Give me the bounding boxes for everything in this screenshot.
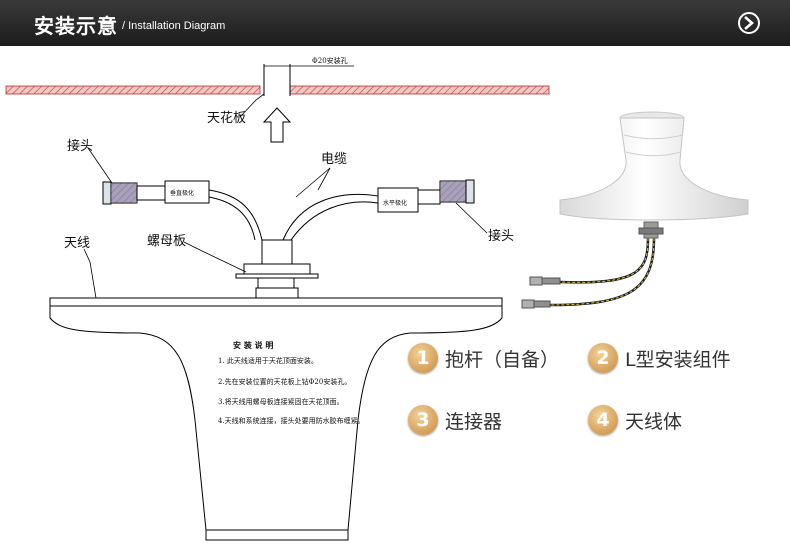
instruction-line: 3.将天线用螺母板连接紧固在天花顶面。 bbox=[218, 397, 344, 406]
connector-left bbox=[102, 180, 210, 205]
legend-label: 天线体 bbox=[625, 410, 683, 433]
next-button[interactable] bbox=[738, 12, 760, 34]
legend-item-4: 4 天线体 bbox=[588, 405, 682, 435]
installation-instructions: 安 装 说 明 1. 此天线适用于天花顶面安装。 2.先在安装位置的天花板上钻Φ… bbox=[218, 340, 365, 425]
ceiling-label: 天花板 bbox=[207, 110, 246, 126]
legend-item-1: 1 抱杆（自备） bbox=[408, 343, 559, 373]
legend-number: 1 bbox=[408, 343, 438, 373]
cables bbox=[208, 189, 379, 241]
connector-right bbox=[377, 179, 475, 213]
legend-label: 抱杆（自备） bbox=[445, 348, 560, 371]
header-bar: 安装示意 / Installation Diagram bbox=[0, 0, 790, 46]
connector-left-label: 接头 bbox=[67, 138, 93, 154]
legend-label: 连接器 bbox=[445, 410, 503, 433]
legend-item-3: 3 连接器 bbox=[408, 405, 502, 435]
legend-number: 2 bbox=[588, 343, 618, 373]
nut-plate-label: 螺母板 bbox=[147, 234, 186, 249]
legend-number: 4 bbox=[588, 405, 618, 435]
legend-item-2: 2 L型安装组件 bbox=[588, 343, 731, 373]
horizontal-pol-tag: 水平极化 bbox=[383, 199, 407, 207]
legend-label: L型安装组件 bbox=[625, 348, 731, 371]
instructions-title: 安 装 说 明 bbox=[233, 340, 273, 350]
ceiling-panel bbox=[5, 64, 550, 96]
antenna-body-drawing bbox=[49, 297, 503, 541]
instruction-line: 1. 此天线适用于天花顶面安装。 bbox=[218, 356, 318, 365]
cable-label: 电缆 bbox=[321, 151, 347, 167]
page-title: 安装示意 bbox=[34, 14, 118, 38]
nut-plate bbox=[235, 239, 319, 299]
hole-label: Φ20安装孔 bbox=[312, 56, 348, 65]
antenna-product-image bbox=[521, 111, 749, 309]
legend-number: 3 bbox=[408, 405, 438, 435]
page-subtitle: / Installation Diagram bbox=[122, 20, 226, 32]
vertical-pol-tag: 垂直极化 bbox=[170, 189, 194, 197]
antenna-label: 天线 bbox=[64, 236, 90, 251]
chevron-right-icon bbox=[744, 16, 754, 30]
instruction-line: 4.天线和系统连接，接头处要用防水胶布缠紧。 bbox=[218, 416, 365, 425]
connector-right-label: 接头 bbox=[488, 228, 514, 244]
installation-diagram: Φ20安装孔 天花板 接头 垂直极化 水平极化 接头 电缆 bbox=[5, 56, 749, 541]
instruction-line: 2.先在安装位置的天花板上钻Φ20安装孔。 bbox=[218, 377, 351, 386]
up-arrow-icon bbox=[262, 107, 292, 143]
